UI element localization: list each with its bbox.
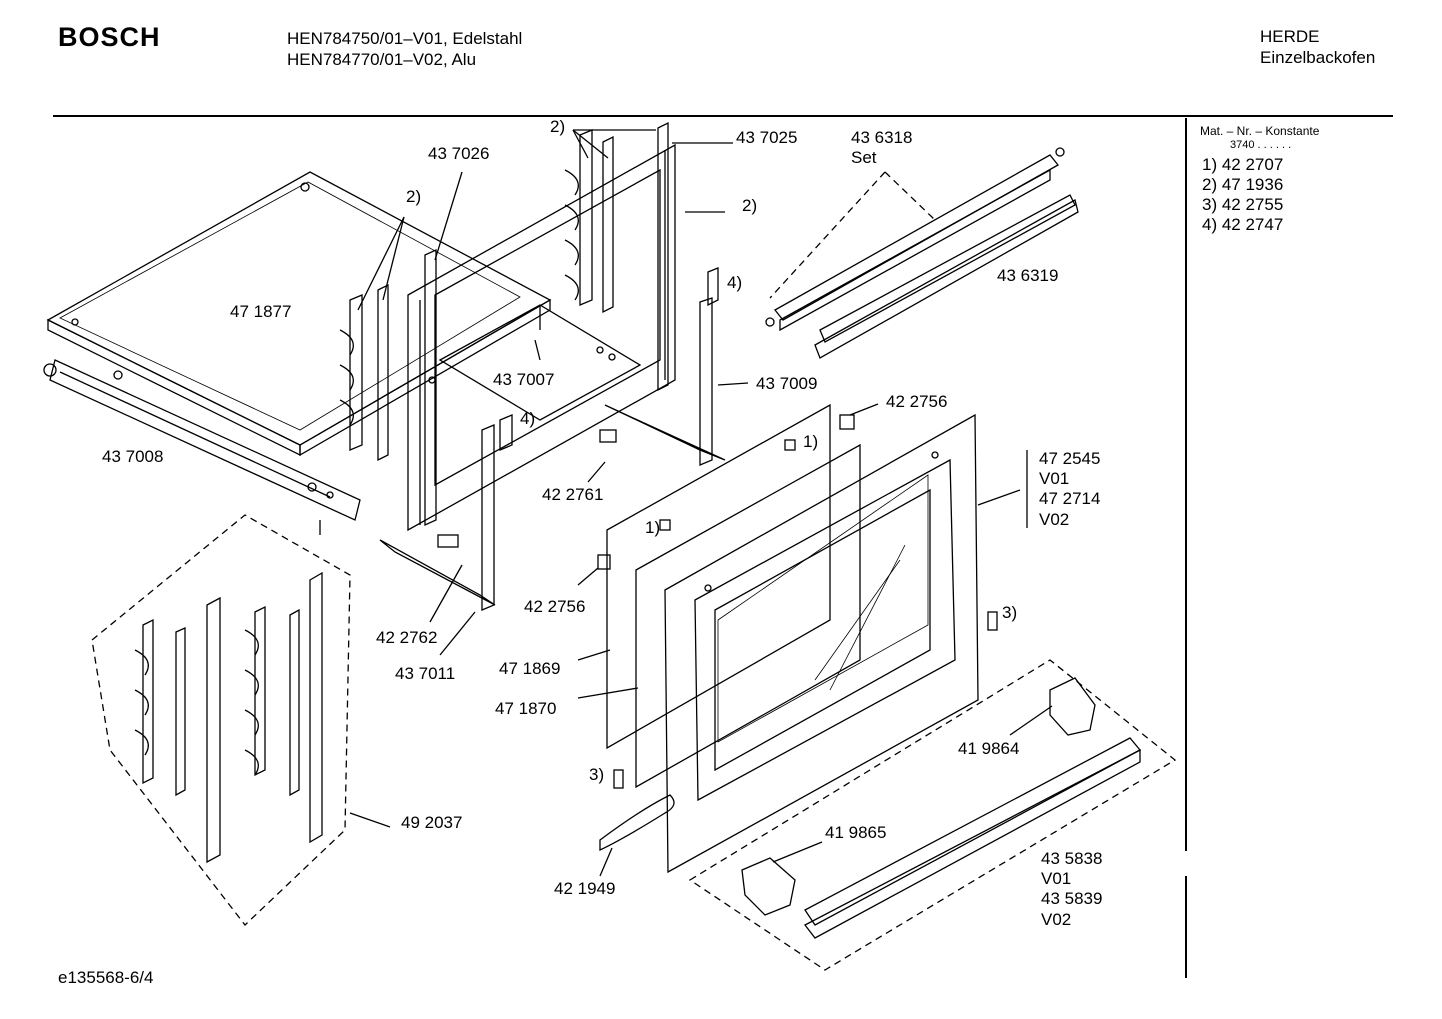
constant-item-1: 1) 42 2707 [1202,155,1284,174]
label-437026: 43 7026 [428,144,490,163]
label-2-a: 2) [550,117,566,136]
label-437008: 43 7008 [102,447,164,466]
side-divider-lower [1185,876,1187,978]
leader-lines [349,129,1053,877]
door-handle [741,677,1142,939]
left-side-rails [339,248,437,527]
brand-logo: BOSCH [58,22,161,52]
model-line-1: HEN784750/01–V01, Edelstahl [287,29,523,48]
document-code: e135568-6/4 [58,968,154,987]
label-472545: 47 2545 [1039,449,1101,468]
label-437009: 43 7009 [756,374,818,393]
bracket-left [379,414,513,611]
label-4-a: 4) [727,273,743,292]
label-set: Set [851,148,877,167]
label-v02-b: V02 [1041,910,1072,929]
label-437007: 43 7007 [493,370,555,389]
cross-bar [438,304,642,421]
label-492037: 49 2037 [401,813,463,832]
label-3-b: 3) [589,765,605,784]
label-2-b: 2) [406,187,422,206]
clips [437,414,998,789]
label-422756-a: 42 2756 [886,392,948,411]
constant-item-4: 4) 42 2747 [1202,215,1284,234]
constant-item-3: 3) 42 2755 [1202,195,1284,214]
glass-panes [606,403,861,789]
label-437025: 43 7025 [736,128,798,147]
label-3-a: 3) [1002,603,1018,622]
label-1-a: 1) [803,432,819,451]
model-line-2: HEN784770/01–V02, Alu [287,50,477,69]
label-471870: 47 1870 [495,699,557,718]
rail-set [134,571,323,864]
bracket-right [604,267,726,466]
category-line-2: Einzelbackofen [1260,48,1376,67]
label-v01-a: V01 [1039,469,1070,488]
label-422762: 42 2762 [376,628,438,647]
label-419865: 41 9865 [825,823,887,842]
constant-item-2: 2) 47 1936 [1202,175,1284,194]
front-rail [43,359,361,535]
label-471869: 47 1869 [499,659,561,678]
top-cover-plate [46,171,552,457]
label-4-b: 4) [520,409,536,428]
label-v02-a: V02 [1039,510,1070,529]
door-seal [599,794,675,852]
label-v01-b: V01 [1041,869,1072,888]
category-line-1: HERDE [1260,27,1320,46]
label-419864: 41 9864 [958,739,1020,758]
label-2-c: 2) [742,196,758,215]
label-422756-b: 42 2756 [524,597,586,616]
label-1-b: 1) [645,518,661,537]
oven-door [664,413,979,874]
label-436318: 43 6318 [851,128,913,147]
back-frame [407,143,676,532]
constants-sub: 3740 . . . . . . [1230,139,1292,151]
label-436319: 43 6319 [997,266,1059,285]
group-outlines [91,171,1177,971]
label-437011: 43 7011 [395,664,456,683]
right-side-rails [564,121,669,392]
constants-header: Mat. – Nr. – Konstante [1200,124,1320,138]
label-472714: 47 2714 [1039,489,1101,508]
side-divider-upper [1185,118,1187,851]
label-435838: 43 5838 [1041,849,1103,868]
header-rule [53,115,1393,117]
label-422761: 42 2761 [542,485,604,504]
label-421949: 42 1949 [554,879,616,898]
label-471877: 47 1877 [230,302,292,321]
label-435839: 43 5839 [1041,889,1103,908]
vent-set [765,147,1079,359]
